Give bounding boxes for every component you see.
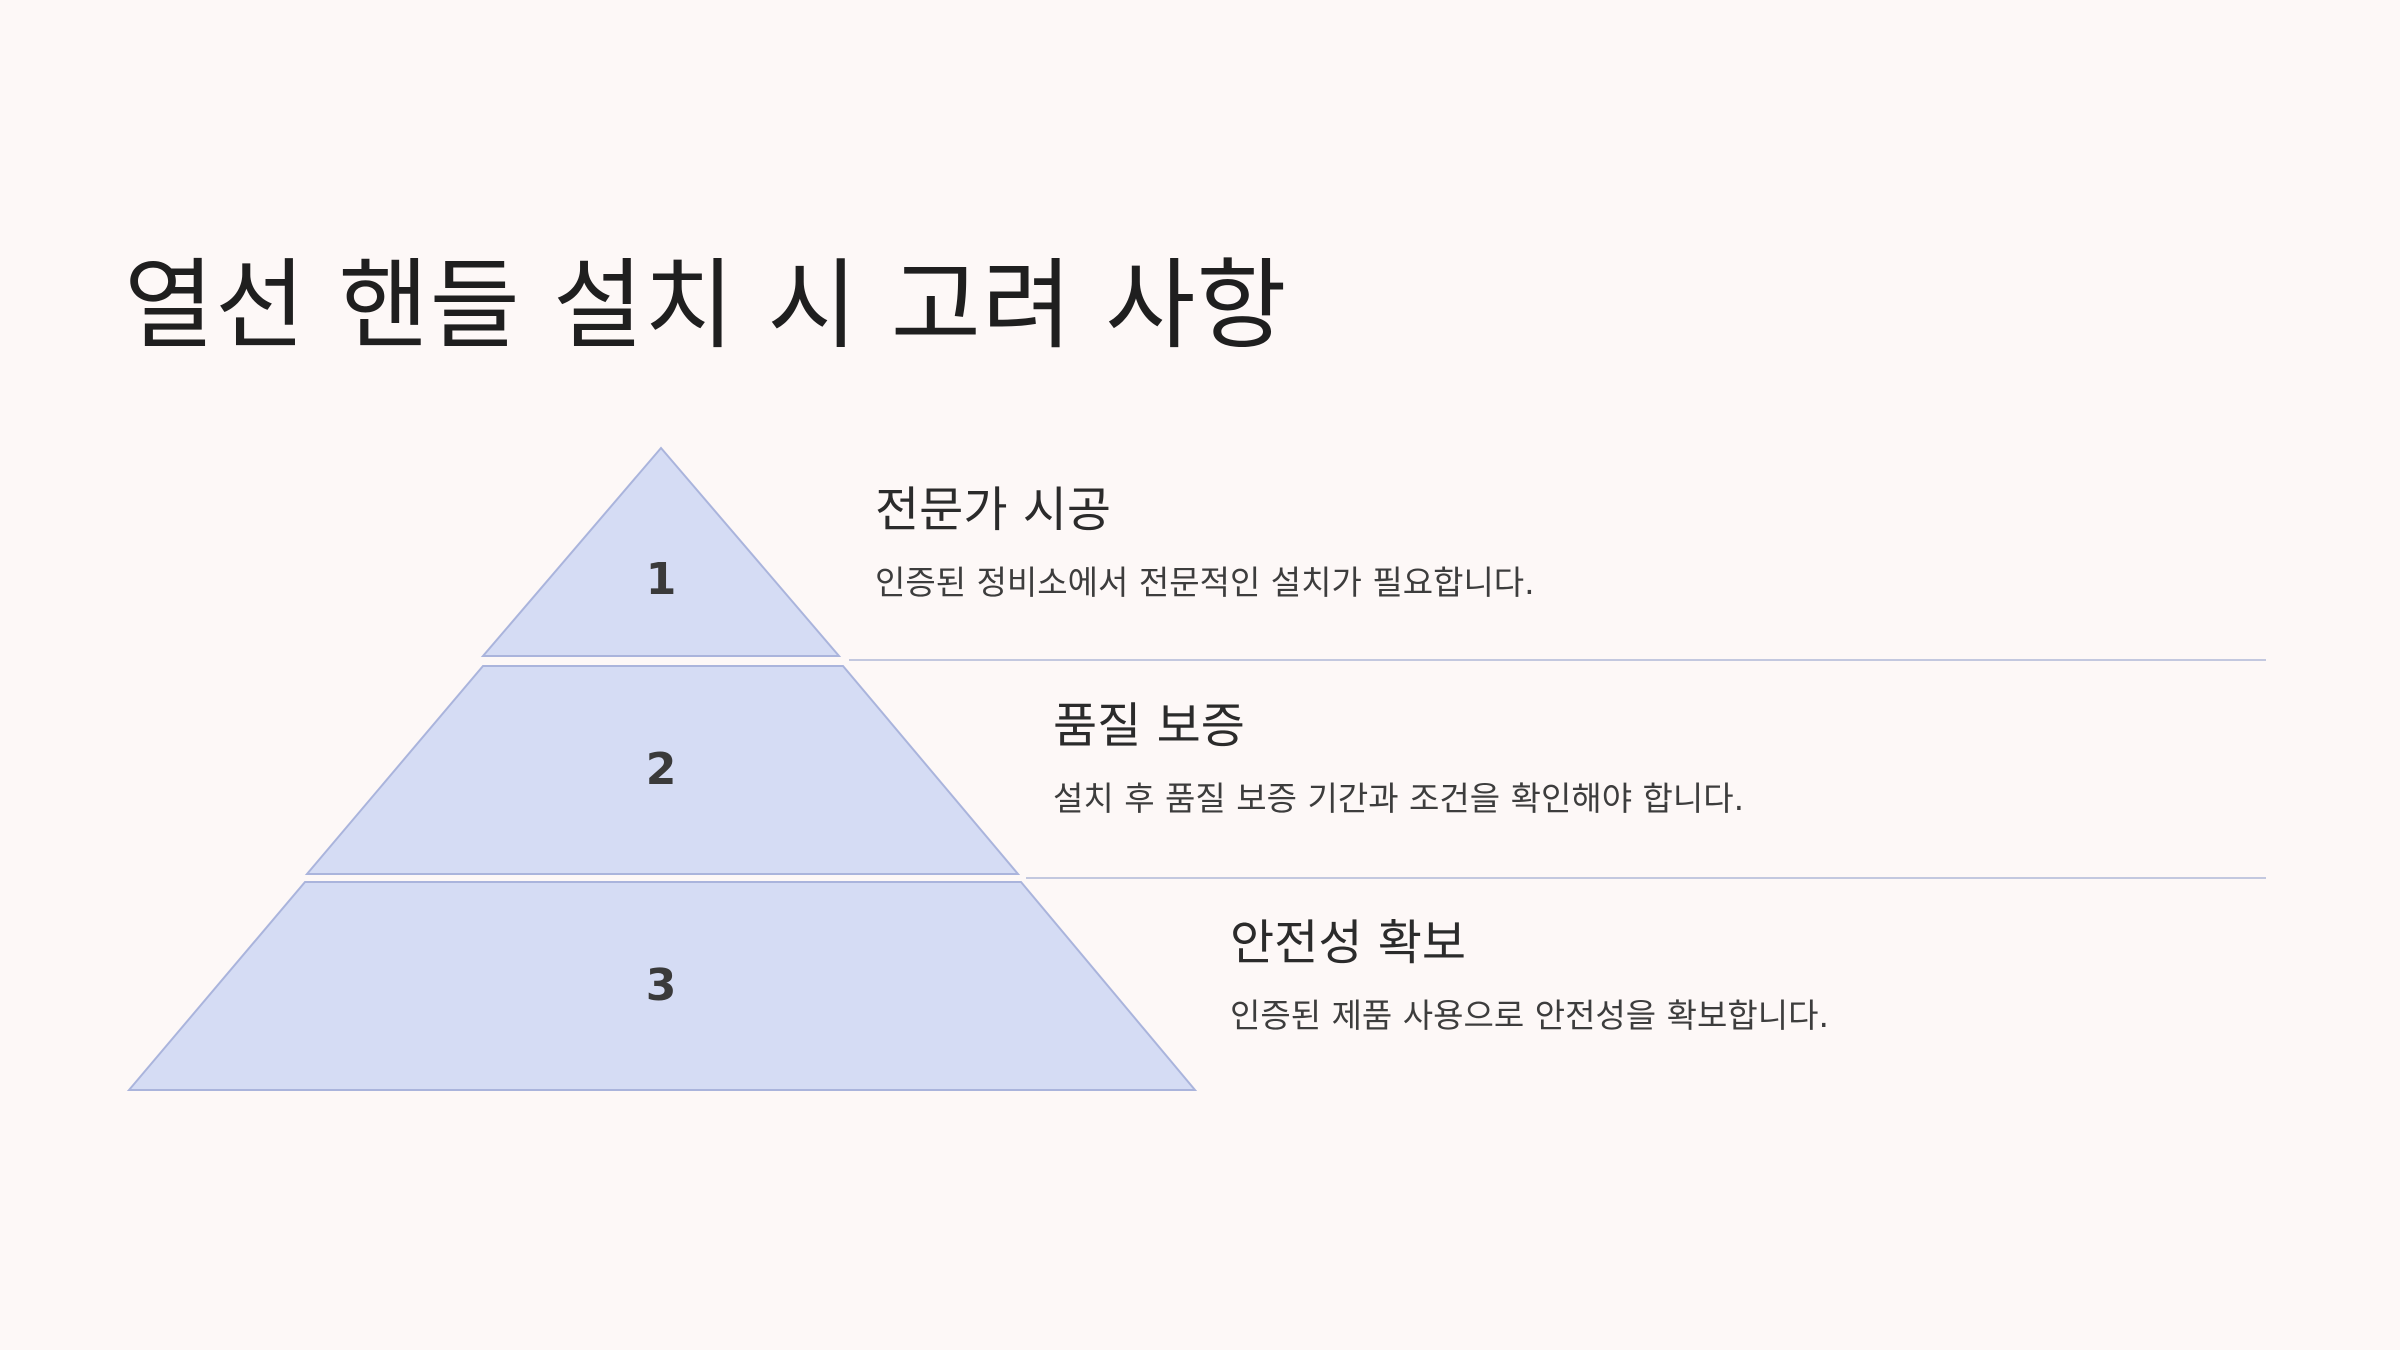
step-2-description: 설치 후 품질 보증 기간과 조건을 확인해야 합니다. bbox=[1053, 778, 1745, 818]
step-1-text: 전문가 시공 인증된 정비소에서 전문적인 설치가 필요합니다. bbox=[875, 482, 1535, 604]
step-2-title: 품질 보증 bbox=[1053, 698, 1245, 754]
step-3-title: 안전성 확보 bbox=[1230, 915, 1467, 971]
step-1-description: 인증된 정비소에서 전문적인 설치가 필요합니다. bbox=[875, 562, 1535, 602]
pyramid-tier-3 bbox=[126, 881, 1198, 1091]
pyramid-tier-1 bbox=[480, 446, 842, 657]
page-title: 열선 핸들 설치 시 고려 사항 bbox=[124, 249, 1288, 363]
step-2-text: 품질 보증 설치 후 품질 보증 기간과 조건을 확인해야 합니다. bbox=[1053, 698, 1744, 820]
tier-3-number: 3 bbox=[646, 960, 677, 1011]
step-3-text: 안전성 확보 인증된 제품 사용으로 안전성을 확보합니다. bbox=[1230, 915, 1829, 1037]
tier-1-number: 1 bbox=[646, 554, 677, 605]
tier-2-number: 2 bbox=[646, 744, 677, 795]
step-1-title: 전문가 시공 bbox=[875, 482, 1112, 538]
pyramid-tier-2 bbox=[304, 665, 1021, 875]
step-3-description: 인증된 제품 사용으로 안전성을 확보합니다. bbox=[1230, 995, 1829, 1035]
